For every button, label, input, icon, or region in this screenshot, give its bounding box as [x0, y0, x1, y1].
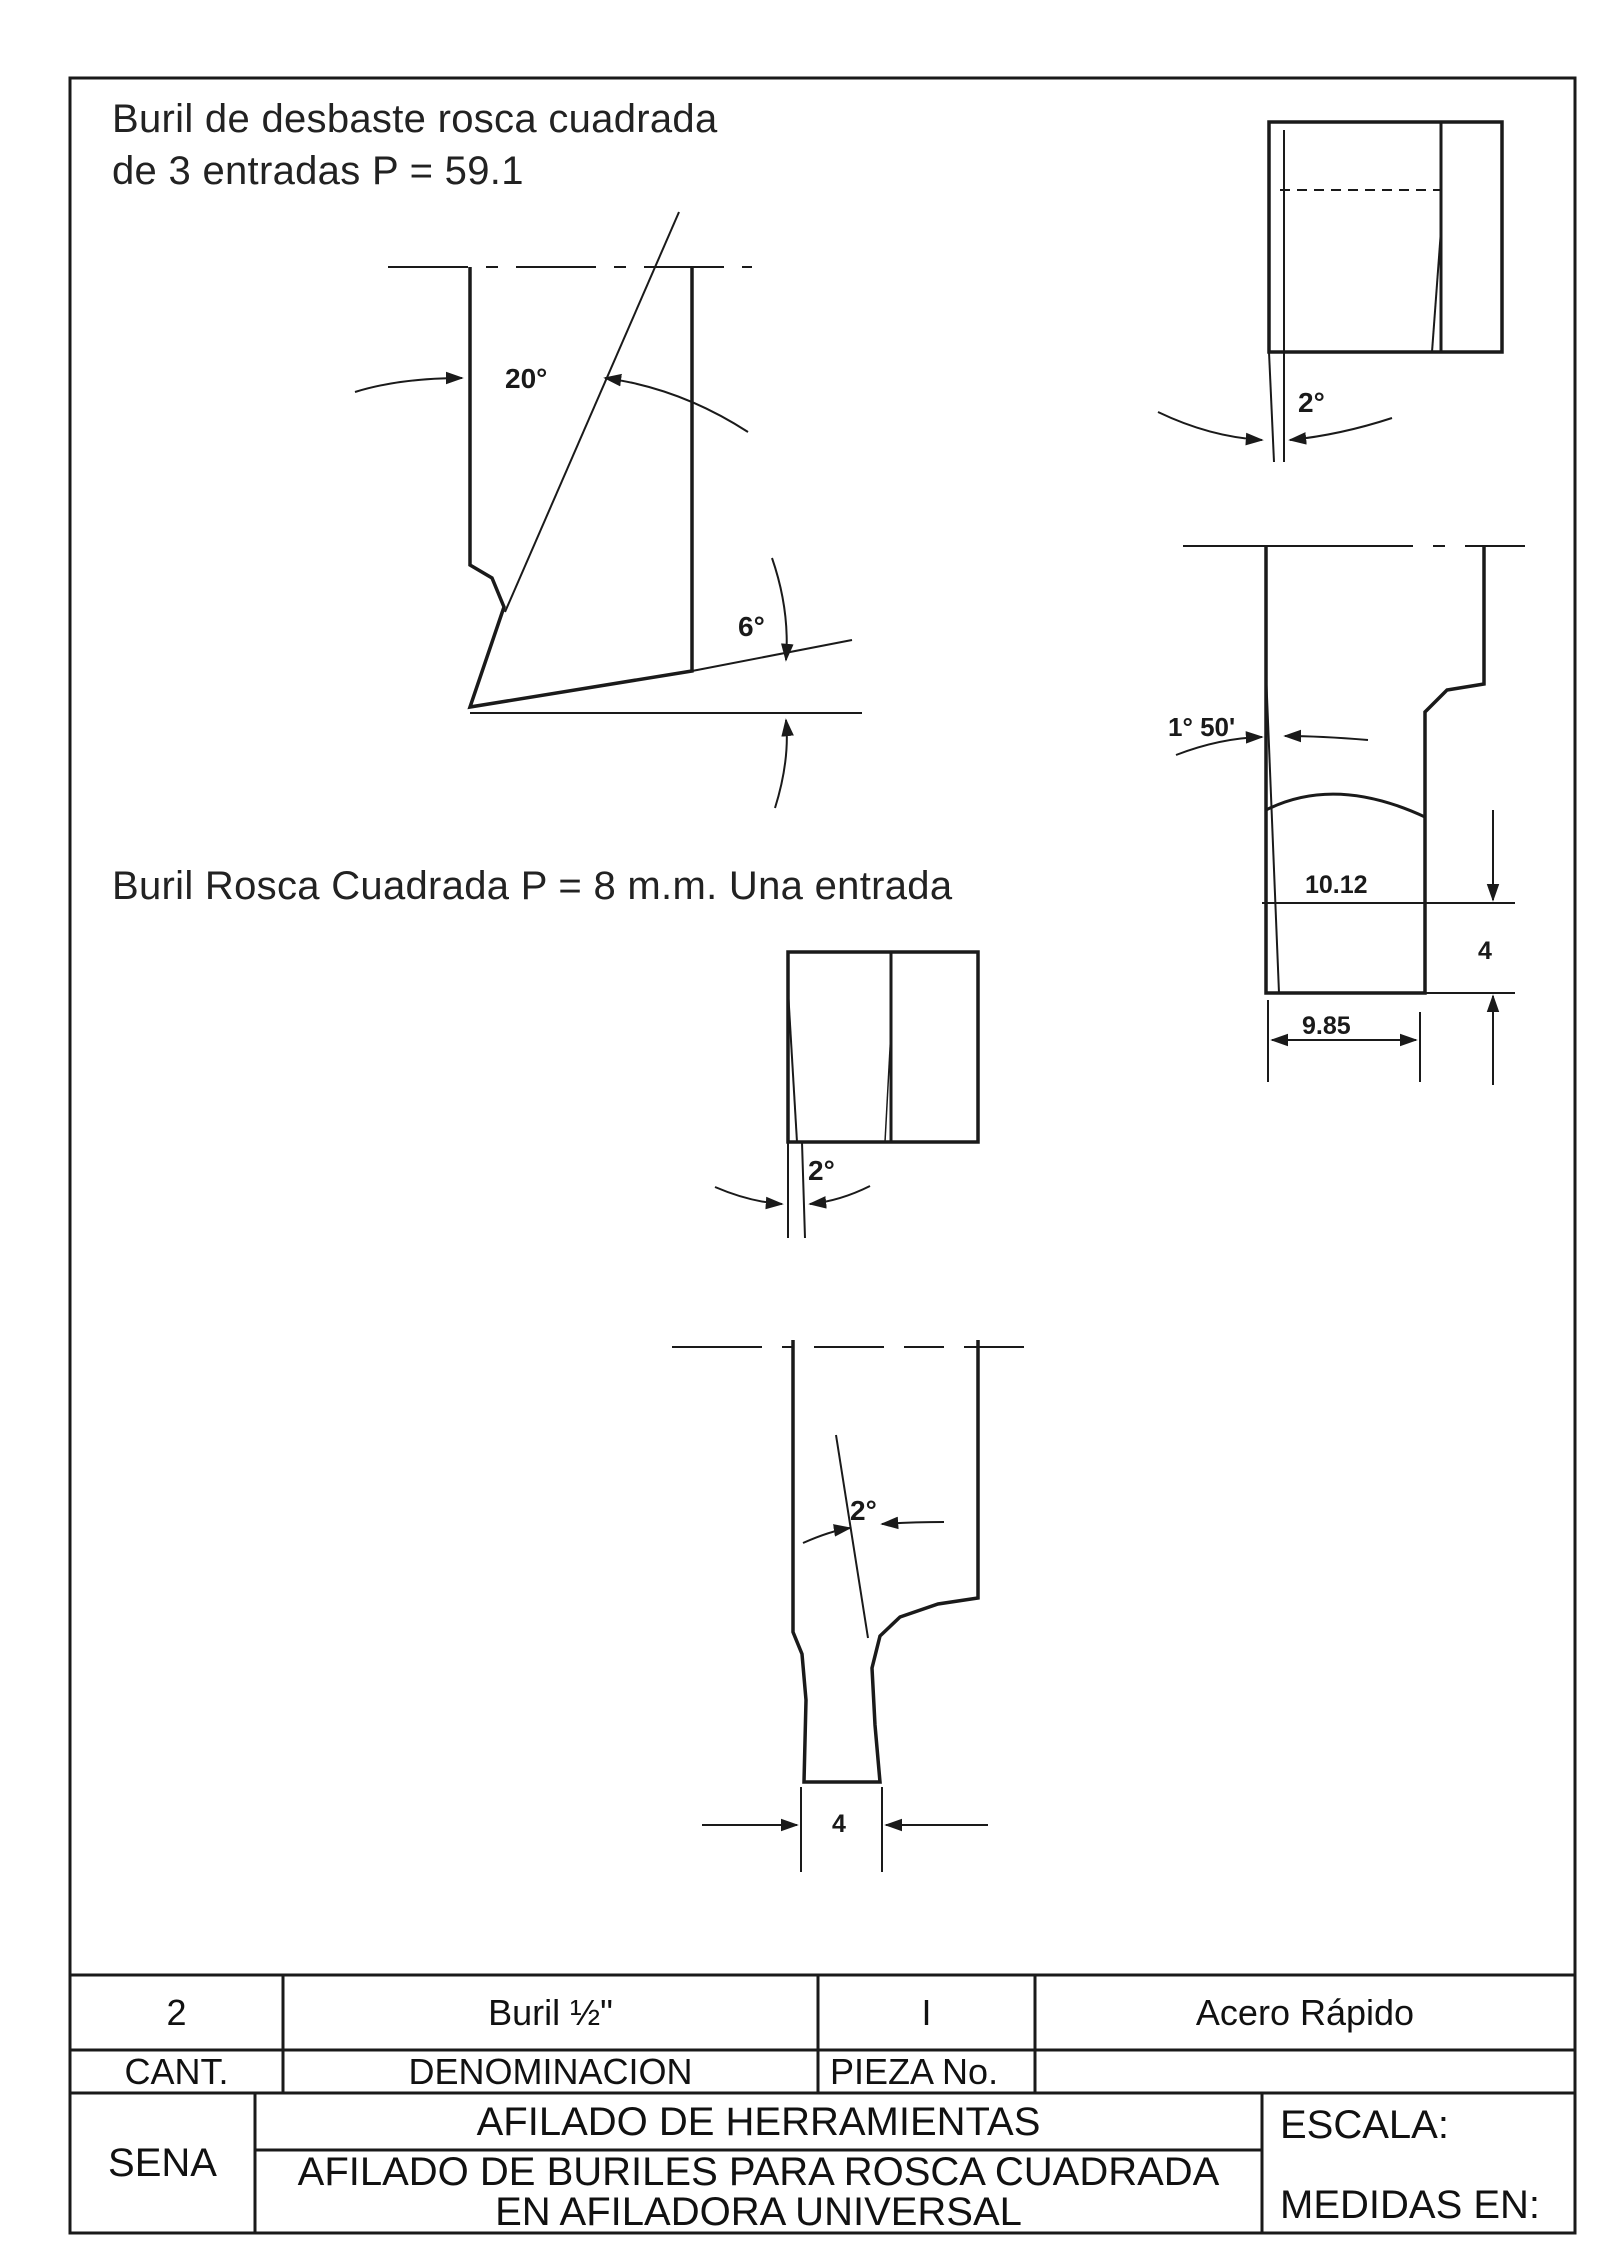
profile-view-bottom [672, 1340, 1100, 1872]
sheet-border [68, 76, 1577, 2235]
header-piece-no: PIEZA No. [830, 2050, 999, 2092]
angle-2-bottom-label: 2° [850, 1495, 877, 1526]
header-quantity: CANT. [124, 2050, 229, 2092]
header-denomination: DENOMINACION [408, 2050, 693, 2092]
scale-label: ESCALA: [1280, 2102, 1449, 2147]
dim-9-85-label: 9.85 [1302, 1012, 1351, 1040]
title-block [70, 1973, 1575, 2233]
course-title: AFILADO DE HERRAMIENTAS [476, 2099, 1041, 2144]
drawing1-title-line1: Buril de desbaste rosca cuadrada [112, 97, 718, 141]
end-view-middle [714, 950, 980, 1239]
org-name: SENA [108, 2141, 217, 2185]
piece-no-value: I [921, 1992, 932, 2033]
angle-20-label: 20° [505, 363, 547, 394]
angle-2-top-right-label: 2° [1298, 387, 1325, 418]
subject-line1: AFILADO DE BURILES PARA ROSCA CUADRADA [297, 2149, 1220, 2194]
dim-10-12-label: 10.12 [1305, 871, 1368, 899]
dim-4-right-label: 4 [1478, 937, 1492, 965]
drawing1-title-line2: de 3 entradas P = 59.1 [112, 149, 524, 193]
dimension-labels: 20° 6° 2° 1° 50' 10.12 4 9.85 2° 2° 4 [505, 363, 1492, 1838]
side-view-right [1175, 545, 1555, 1085]
denomination-value: Buril ½" [488, 1992, 613, 2033]
subject-line2: EN AFILADORA UNIVERSAL [495, 2189, 1022, 2234]
angle-2-middle-label: 2° [808, 1155, 835, 1186]
angle-1-50-label: 1° 50' [1168, 712, 1235, 742]
end-view-top-right [1157, 120, 1504, 463]
tool-drawing-rough-three-start [354, 211, 862, 809]
quantity-value: 2 [166, 1992, 187, 2033]
dim-4-bottom-label: 4 [832, 1810, 846, 1838]
material-value: Acero Rápido [1195, 1992, 1415, 2033]
units-label: MEDIDAS EN: [1280, 2182, 1541, 2227]
drawing2-title: Buril Rosca Cuadrada P = 8 m.m. Una entr… [112, 864, 953, 908]
angle-6-label: 6° [738, 611, 765, 642]
